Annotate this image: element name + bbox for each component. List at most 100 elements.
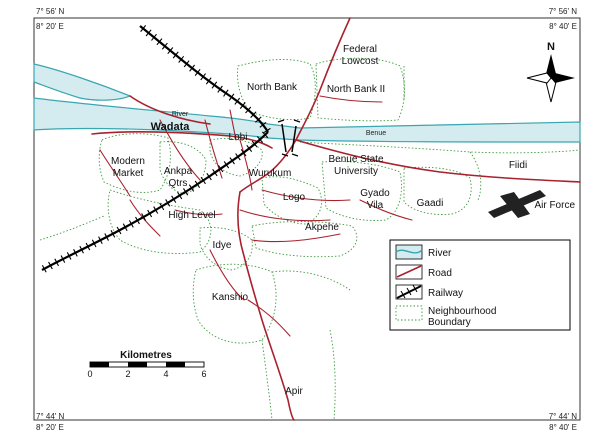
label-high-level: High Level: [168, 210, 215, 221]
label-river: River: [172, 111, 189, 118]
railway-tie: [239, 102, 246, 109]
railway-line: [41, 25, 271, 273]
legend-boundary-label-1: Neighbourhood: [428, 306, 496, 317]
label-modern: Modern: [111, 156, 145, 167]
label-apir: Apir: [285, 386, 303, 397]
label-idye: Idye: [213, 240, 232, 251]
railway-tie: [135, 216, 140, 225]
railway-tie: [229, 157, 235, 165]
corner-top-right-lon: 8° 40' E: [549, 22, 577, 31]
label-benue-state: Benue State: [328, 154, 383, 165]
railway-tie: [263, 127, 271, 134]
label-north-bank: North Bank: [247, 82, 298, 93]
railway-tie: [110, 229, 116, 238]
airplane-icon: [488, 190, 546, 218]
map-frame: [33, 17, 581, 421]
railway-tie: [194, 180, 201, 188]
railway-tie: [153, 206, 159, 214]
railway-tie: [104, 233, 109, 241]
label-ankpa: Ankpa: [164, 166, 193, 177]
scale-tick-4: 4: [163, 369, 168, 379]
railway-tie: [85, 242, 91, 251]
railway-tie: [223, 161, 230, 169]
label-university: University: [334, 166, 378, 177]
railway-tie: [206, 172, 212, 181]
label-wadata: Wadata: [151, 121, 191, 133]
railway-tie: [235, 153, 241, 161]
bridge-ends: [277, 119, 301, 157]
railway-tie: [54, 258, 59, 267]
railway-tie: [159, 202, 165, 211]
legend-boundary-label-2: Boundary: [428, 317, 471, 328]
north-label: N: [547, 41, 555, 53]
railway-tie: [79, 245, 84, 254]
railway-tie: [178, 55, 185, 63]
legend-boundary-swatch: [395, 305, 423, 321]
label-kanshio: Kanshio: [212, 292, 249, 303]
railway-tie: [256, 136, 264, 143]
railway-tie: [189, 64, 195, 72]
label-fiidi: Fiidi: [509, 160, 527, 171]
railway-tie: [245, 106, 252, 114]
label-lowcost: Lowcost: [342, 56, 379, 67]
railway-tie: [251, 140, 258, 148]
north-arrow-icon: N: [526, 41, 575, 103]
label-vila: Vila: [367, 200, 384, 211]
label-wurukum: Wurukum: [249, 168, 292, 179]
label-air-force: Air Force: [534, 200, 575, 211]
railway-tie: [194, 68, 201, 76]
scale-title: Kilometres: [120, 350, 172, 361]
scale-tick-6: 6: [201, 369, 206, 379]
railway-tie: [73, 248, 78, 257]
railway-tie: [228, 93, 235, 101]
scale-tick-2: 2: [125, 369, 130, 379]
label-gaadi: Gaadi: [417, 198, 444, 209]
railway-tie: [161, 42, 168, 50]
railway-tie: [141, 213, 147, 221]
corner-bottom-right-lon: 8° 40' E: [549, 423, 577, 432]
legend-road-label: Road: [428, 268, 452, 279]
railway-tie: [177, 191, 183, 200]
railway-tie: [205, 77, 212, 85]
railway-tie: [223, 89, 229, 97]
label-lobi: Lobi: [229, 132, 248, 143]
river-benue: [33, 97, 581, 143]
railway-tie: [140, 25, 147, 32]
railway-tie: [217, 85, 223, 93]
railway-tie: [240, 149, 247, 157]
corner-top-right-lat: 7° 56' N: [549, 7, 578, 16]
scale-bar: Kilometres 0 2 4 6: [87, 350, 206, 379]
railway-tie: [200, 73, 207, 81]
railway-tie: [234, 97, 241, 105]
railway-tie: [122, 223, 128, 231]
river-channel: [33, 63, 132, 101]
railway-tie: [98, 236, 103, 245]
railway-tie: [200, 176, 206, 185]
railway-tie: [91, 239, 97, 248]
label-market: Market: [113, 168, 144, 179]
legend-river-label: River: [428, 248, 452, 259]
railway-tie: [147, 209, 153, 218]
railway-tie: [66, 252, 72, 260]
label-benue: Benue: [366, 130, 386, 137]
label-gyado: Gyado: [360, 188, 390, 199]
bridge-mark: [281, 123, 297, 153]
railway-tie: [183, 60, 190, 68]
legend-railway-label: Railway: [428, 288, 463, 299]
label-federal: Federal: [343, 44, 377, 55]
railway-tie: [211, 81, 218, 89]
railway-tie: [116, 226, 122, 235]
railway-tie: [212, 169, 218, 177]
railway-tie: [128, 220, 134, 228]
corner-top-left-lon: 8° 20' E: [36, 22, 64, 31]
corner-bottom-left-lat: 7° 44' N: [36, 412, 65, 421]
scale-tick-0: 0: [87, 369, 92, 379]
railway-tie: [156, 38, 163, 46]
place-labels: Federal Lowcost North Bank North Bank II…: [111, 44, 575, 397]
railway-tie: [48, 261, 53, 270]
railway-tie: [217, 165, 224, 173]
corner-bottom-right-lat: 7° 44' N: [549, 412, 578, 421]
railway-tie: [250, 111, 257, 118]
railway-tie: [171, 195, 177, 203]
